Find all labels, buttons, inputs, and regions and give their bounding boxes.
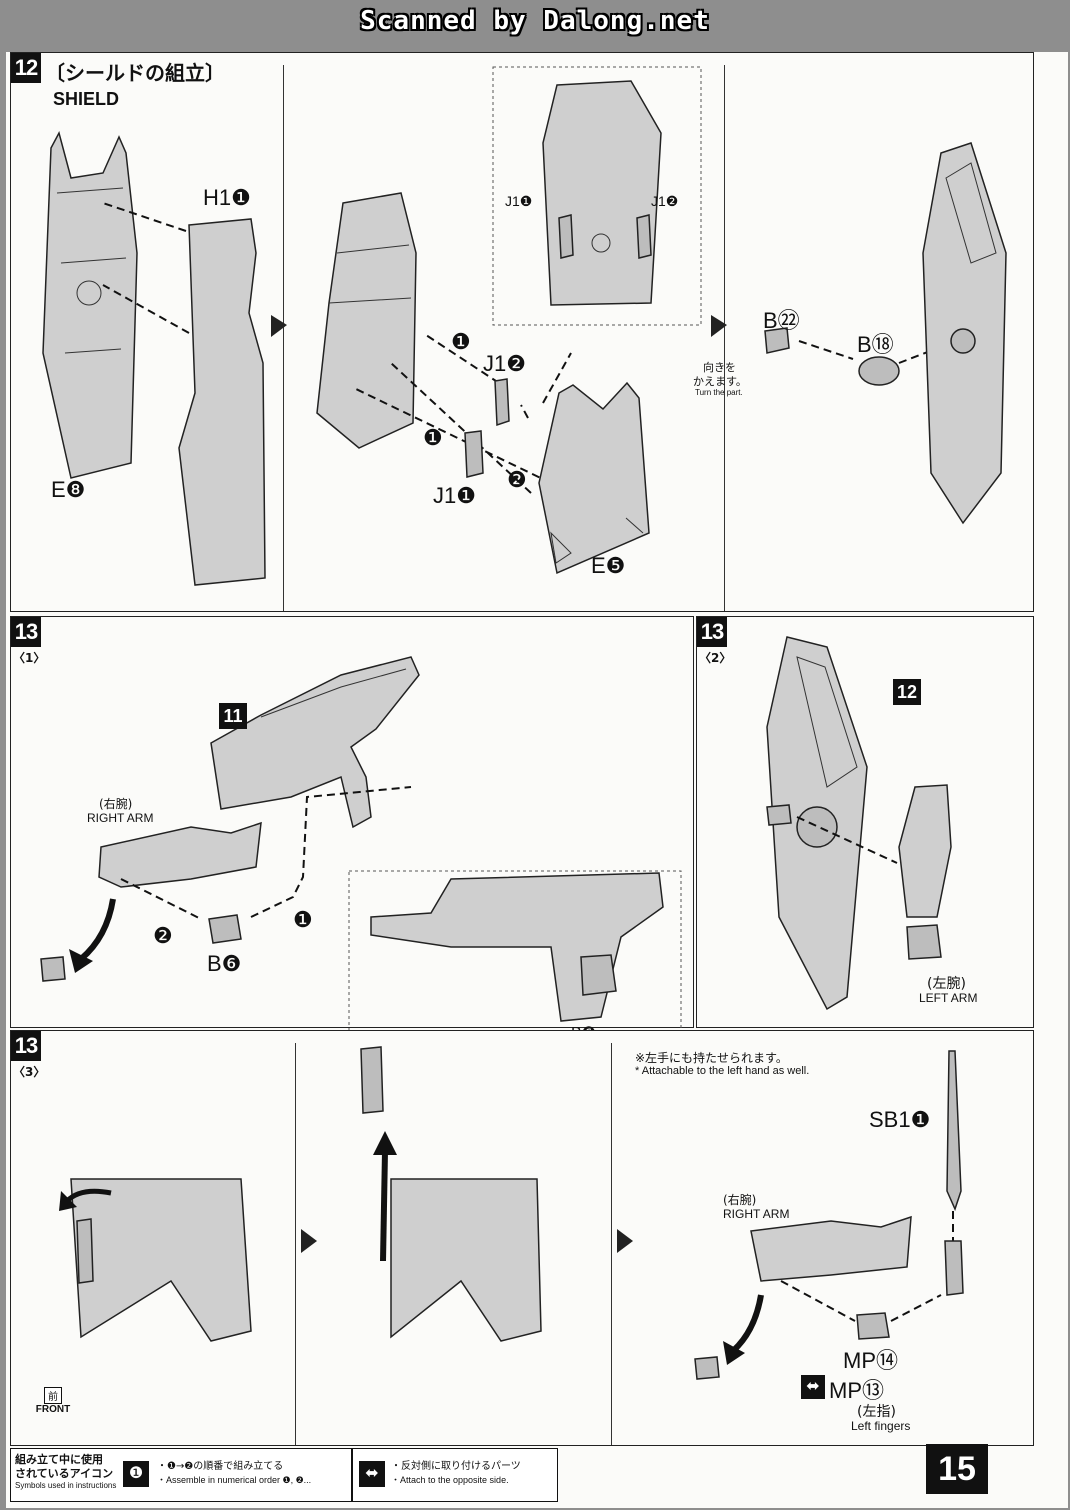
label-h1: H1❶	[203, 185, 251, 210]
shield-part-e8	[42, 130, 138, 479]
label-b6: B❻	[207, 951, 242, 976]
legend-icon2-jp: ・反対側に取り付けるパーツ	[391, 1461, 521, 1472]
legend: 組み立て中に使用 されているアイコン Symbols used in instr…	[10, 1448, 352, 1502]
step13-2-ref: 12	[893, 679, 921, 705]
step12-number: 12	[11, 53, 41, 83]
left-arm-en: LEFT ARM	[919, 991, 978, 1005]
note-jp: ※左手にも持たせられます。	[635, 1051, 788, 1065]
turn-note-jp1: 向きを	[703, 361, 736, 374]
label-e5: E❺	[591, 553, 626, 578]
page-number: 15	[926, 1444, 988, 1494]
step13-2-illustration	[766, 636, 952, 1011]
hand-mp	[856, 1312, 890, 1340]
legend-title-jp1: 組み立て中に使用	[15, 1453, 103, 1466]
left-arm	[898, 784, 952, 918]
step13-1-number: 13	[11, 617, 41, 647]
order-badge-2: ❷	[153, 923, 173, 948]
step13-1-panel: 13 〈1〉 11 (右腕) RIGHT ARM B❻ B❻ ❶ ❷	[10, 616, 694, 1064]
step13-3-panel: 13 〈3〉 ※左手にも持たせられま	[10, 1030, 1034, 1446]
label-mp13: MP⑬	[829, 1378, 885, 1403]
beam-gun-detail	[370, 872, 664, 1022]
scan-credit: Scanned by Dalong.net	[360, 6, 710, 36]
hand-fist	[40, 956, 66, 982]
step13-1-illustration	[40, 656, 682, 1064]
label-j1-2: J1❷	[483, 351, 526, 376]
opposite-side-icon: ⬌	[801, 1375, 825, 1399]
arm-jp: (右腕)	[99, 797, 133, 811]
legend-icon1-en: ・Assemble in numerical order ❶, ❷...	[157, 1475, 312, 1485]
torso-rear	[70, 1178, 252, 1342]
step12-panel: 12 〔シールドの組立〕 SHIELD	[10, 52, 1034, 612]
label-b22: B㉒	[763, 308, 800, 333]
turn-note-en: Turn the part.	[695, 388, 743, 397]
saber-hilt	[360, 1046, 384, 1114]
step12-title-jp: 〔シールドの組立〕	[45, 61, 225, 85]
label-b18: B⑱	[857, 332, 894, 357]
step13-3-sub: 〈3〉	[13, 1065, 46, 1079]
right-arm-3	[750, 1215, 912, 1282]
shield-middle	[316, 192, 417, 449]
instruction-sheet: 12 〔シールドの組立〕 SHIELD	[6, 52, 1068, 1508]
step13-2-panel: 13 〈2〉 12 (左腕) LEFT ARM	[696, 616, 1034, 1028]
step13-2-number: 13	[697, 617, 727, 647]
divider	[283, 65, 284, 611]
divider	[611, 1043, 612, 1445]
hand-fist-3	[694, 1356, 720, 1380]
legend-icon1-jp: ・❶→❷の順番で組み立てる	[157, 1461, 284, 1472]
turn-note-jp2: かえます。	[693, 375, 747, 388]
fingers-en: Left fingers	[851, 1419, 911, 1433]
label-mp14: MP⑭	[843, 1348, 899, 1373]
label-e8: E❽	[51, 477, 86, 502]
shield-part-h1	[178, 218, 266, 586]
divider	[295, 1043, 296, 1445]
detail-box	[492, 66, 702, 326]
flow-arrow	[301, 1229, 317, 1253]
front-en: FRONT	[35, 1404, 71, 1415]
arm-en: RIGHT ARM	[87, 811, 154, 825]
step12-illustration	[42, 66, 1007, 586]
shield-detail	[542, 80, 662, 306]
pin-j1-1	[464, 430, 484, 478]
note-en: * Attachable to the left hand as well.	[635, 1065, 810, 1077]
label-j1-2-top: J1❷	[651, 193, 679, 209]
order-badge-1: ❶	[451, 329, 471, 354]
part-b22	[764, 327, 790, 354]
step13-3-illustration	[59, 1046, 964, 1380]
arm-jp-3: (右腕)	[723, 1193, 757, 1207]
beam-gun	[210, 656, 420, 829]
front-indicator: 前 FRONT	[33, 1387, 73, 1415]
label-j1-1: J1❶	[433, 483, 476, 508]
divider	[724, 65, 725, 611]
step12-title-en: SHIELD	[53, 89, 120, 109]
left-arm-jp: (左腕)	[927, 976, 966, 992]
label-sb1: SB1❶	[869, 1107, 931, 1132]
label-j1-1-top: J1❶	[505, 193, 533, 209]
flow-arrow	[617, 1229, 633, 1253]
step13-2-sub: 〈2〉	[699, 651, 732, 665]
order-badge-1: ❶	[293, 907, 313, 932]
legend-icon2-en: ・Attach to the opposite side.	[391, 1475, 509, 1485]
torso-rear-2	[390, 1178, 542, 1342]
order-badge-2: ❷	[507, 467, 527, 492]
step13-1-sub: 〈1〉	[13, 651, 46, 665]
shield-part-e5	[538, 381, 650, 575]
legend-title-en: Symbols used in instructions	[15, 1481, 117, 1490]
legend-title-jp2: されているアイコン	[15, 1467, 114, 1480]
arm-en-3: RIGHT ARM	[723, 1207, 790, 1221]
step13-1-ref: 11	[219, 703, 247, 729]
hand-b6	[208, 914, 242, 944]
legend-2: ⬌ ・反対側に取り付けるパーツ ・Attach to the opposite …	[352, 1448, 558, 1502]
part-b18	[858, 356, 900, 386]
beam-saber	[946, 1050, 962, 1212]
opposite-icon: ⬌	[359, 1461, 385, 1487]
flow-arrow	[711, 315, 727, 337]
fingers-jp: (左指)	[857, 1404, 896, 1420]
front-jp: 前	[44, 1387, 62, 1404]
step13-3-number: 13	[11, 1031, 41, 1061]
pin-j1-2	[494, 378, 510, 427]
flow-arrow	[271, 315, 287, 337]
right-arm	[98, 821, 262, 888]
order-icon: ❶	[123, 1461, 149, 1487]
order-badge-1: ❶	[423, 425, 443, 450]
